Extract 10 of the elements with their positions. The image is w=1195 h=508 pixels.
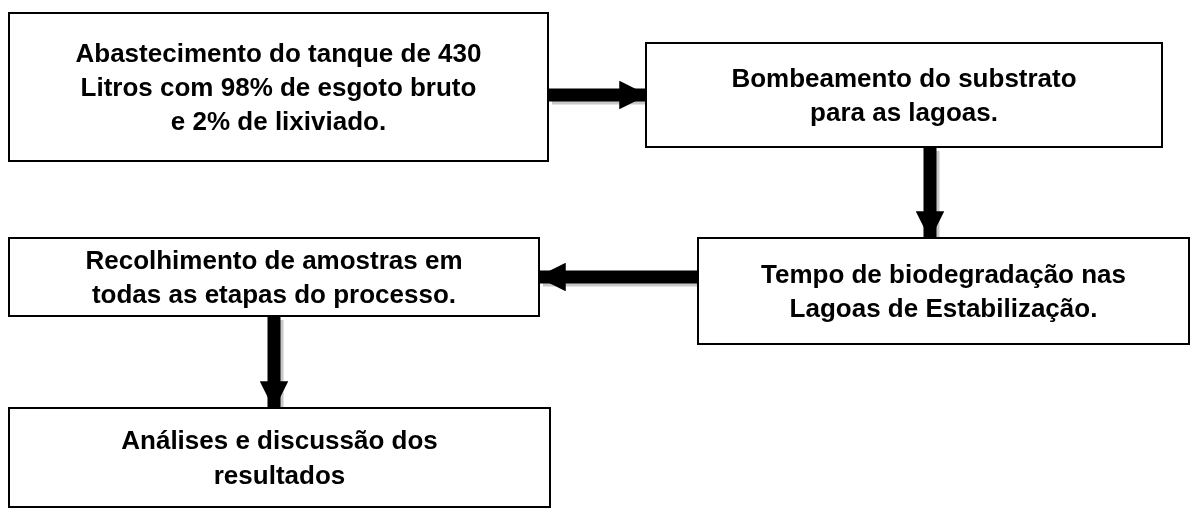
process-box	[645, 42, 1163, 148]
step-text: Bombeamento do substrato para as lagoas.	[730, 61, 1078, 129]
process-box	[8, 12, 549, 162]
process-box	[8, 407, 551, 508]
step-text: Tempo de biodegradação nas Lagoas de Estabilização.	[759, 257, 1127, 325]
process-box	[697, 237, 1190, 345]
step-text: Abastecimento do tanque de 430 Litros com 98% de esgoto bruto e 2% de lixiviado.	[74, 36, 483, 139]
process-box	[8, 237, 540, 317]
step-text: Recolhimento de amostras em todas as etapas do processo.	[84, 243, 464, 311]
step-text: Análises e discussão dos resultados	[120, 424, 439, 492]
